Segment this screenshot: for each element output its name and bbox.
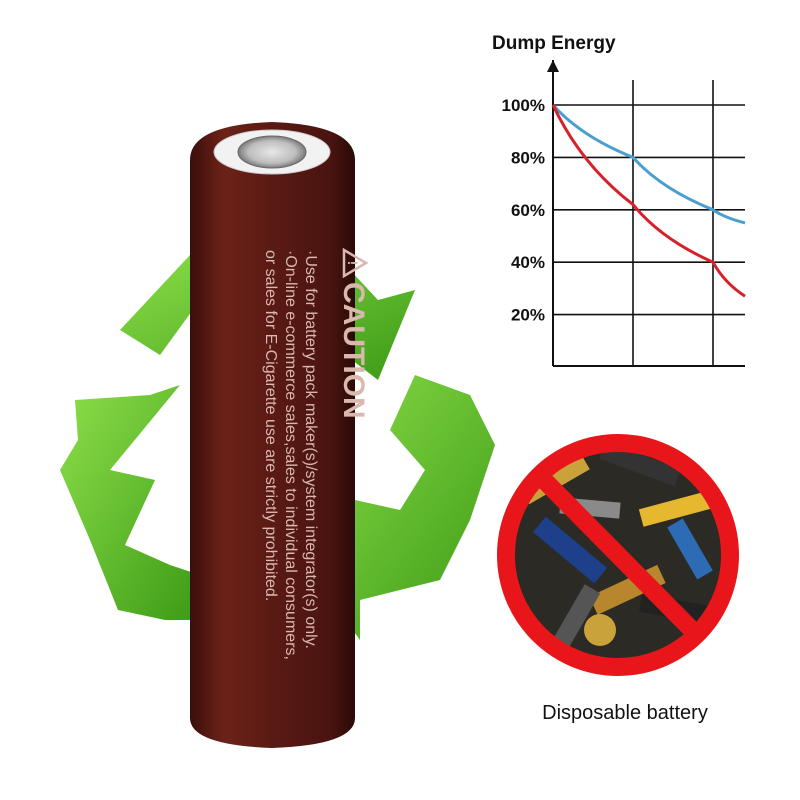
battery-warning-line-1: ·Use for battery pack maker(s)/system in… bbox=[302, 250, 319, 649]
battery-warning-line-2: ·On-line e-commerce sales,sales to indiv… bbox=[282, 250, 299, 660]
chart-axes bbox=[547, 60, 745, 367]
battery-body bbox=[190, 122, 355, 748]
chart-title: Dump Energy bbox=[492, 33, 616, 54]
y-tick-label: 100% bbox=[502, 96, 545, 115]
battery-warning-line-3: or sales for E-Cigarette use are strictl… bbox=[262, 250, 279, 601]
prohibition-slash bbox=[533, 469, 703, 641]
y-tick-label: 40% bbox=[511, 253, 545, 272]
y-tick-label: 20% bbox=[511, 306, 545, 325]
y-tick-label: 80% bbox=[511, 148, 545, 167]
series-line-blue bbox=[551, 104, 746, 225]
y-tick-label: 60% bbox=[511, 201, 545, 220]
series-line-red bbox=[551, 104, 746, 298]
chart-series bbox=[551, 104, 746, 298]
battery-caution-label: CAUTION bbox=[337, 282, 370, 419]
battery-positive-terminal bbox=[237, 135, 307, 169]
y-tick-labels: 100% 80% 60% 40% 20% bbox=[502, 96, 545, 325]
svg-text:!: ! bbox=[345, 261, 361, 266]
disposable-battery-caption: Disposable battery bbox=[542, 702, 708, 724]
y-axis-arrow-icon bbox=[547, 60, 559, 72]
recycle-arrow-left bbox=[60, 385, 200, 620]
warning-triangle-icon: ! bbox=[342, 247, 369, 279]
prohibition-circle bbox=[497, 434, 739, 676]
